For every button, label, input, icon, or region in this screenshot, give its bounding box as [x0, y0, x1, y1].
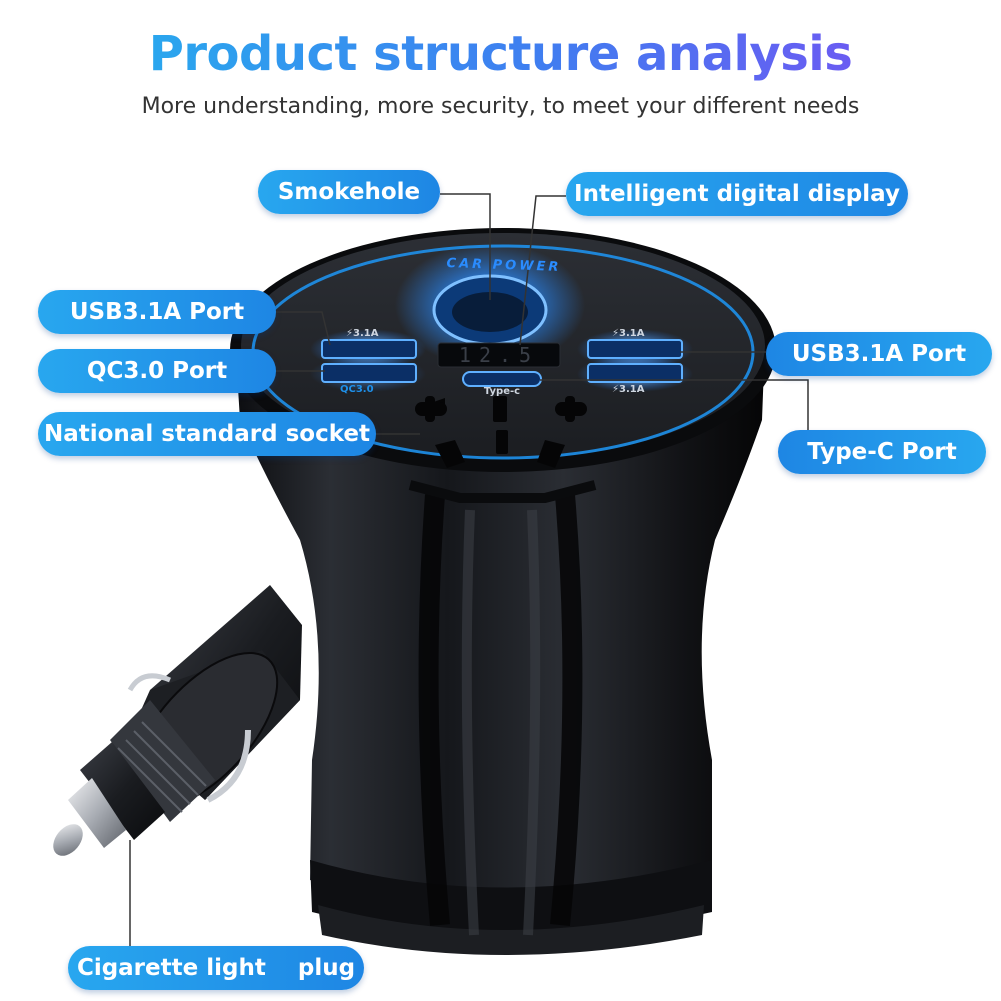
cup-body	[235, 340, 765, 955]
usb-ports	[310, 329, 693, 392]
callout-smokehole: Smokehole	[258, 170, 440, 214]
callout-cigarette-plug: Cigarette light plug	[68, 946, 364, 990]
callout-usb-port-right: USB3.1A Port	[766, 332, 992, 376]
national-socket	[415, 396, 587, 468]
typec-label: Type-c	[483, 386, 521, 397]
port-label-bottom-right: ⚡3.1A	[612, 384, 645, 395]
port-label-qc: QC3.0	[340, 384, 374, 395]
display-value: 12.5	[458, 343, 540, 367]
port-label-top-left: ⚡3.1A	[346, 328, 379, 339]
leader-typec	[540, 379, 809, 430]
leader-lines	[129, 193, 809, 946]
callout-national-socket: National standard socket	[38, 412, 376, 456]
smokehole	[395, 243, 585, 367]
callout-digital-display: Intelligent digital display	[566, 172, 908, 216]
page-subtitle: More understanding, more security, to me…	[141, 94, 860, 119]
leader-smokehole	[440, 193, 491, 300]
page-title: Product structure analysis	[148, 26, 853, 82]
plug-knurl-ring	[110, 700, 215, 822]
leader-display	[519, 195, 566, 346]
digital-display	[437, 342, 561, 368]
callout-qc-port: QC3.0 Port	[38, 349, 276, 393]
leader-usb-left	[276, 311, 331, 346]
cigarette-plug	[53, 585, 302, 856]
callout-typec-port: Type-C Port	[778, 430, 986, 474]
typec-port	[462, 371, 542, 387]
port-label-top-right: ⚡3.1A	[612, 328, 645, 339]
callout-usb-port-left: USB3.1A Port	[38, 290, 276, 334]
